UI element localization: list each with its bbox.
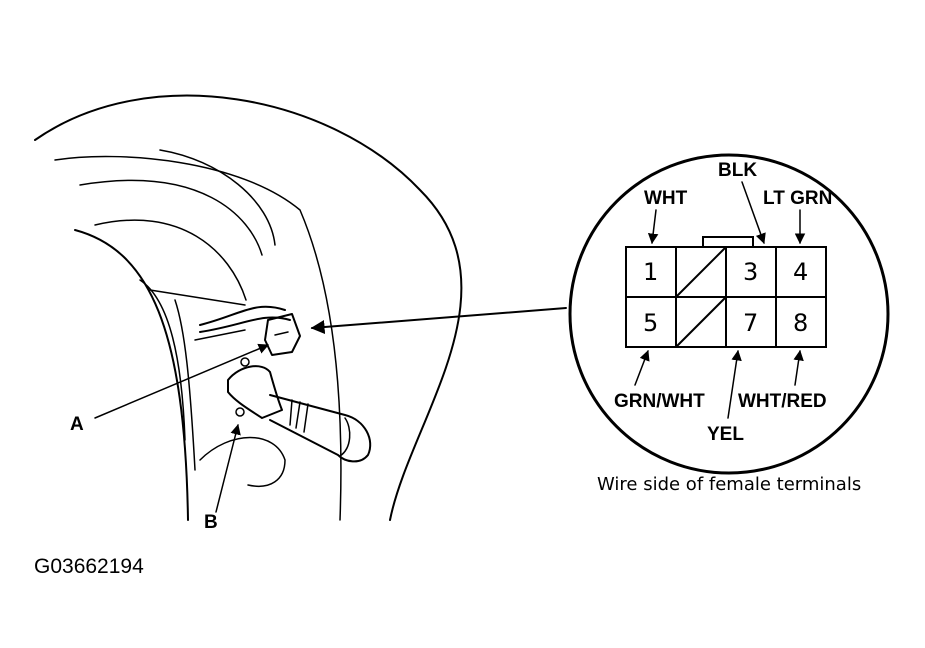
leader-b [215, 423, 241, 513]
pin-4: 4 [793, 258, 808, 286]
wire-yel: YEL [707, 424, 744, 445]
pin-3: 3 [743, 258, 758, 286]
pin-5: 5 [643, 309, 658, 337]
caption: Wire side of female terminals [597, 474, 861, 495]
wire-lt-grn: LT GRN [763, 188, 832, 209]
figure-code: G03662194 [34, 555, 144, 578]
wire-blk: BLK [718, 160, 757, 181]
zoom-arrow [310, 307, 567, 334]
label-b: B [204, 512, 218, 533]
pin-7: 7 [743, 309, 758, 337]
wire-wht-red: WHT/RED [738, 391, 827, 412]
pin-8: 8 [793, 309, 808, 337]
wire-grn-wht: GRN/WHT [614, 391, 705, 412]
arrow-grn-wht [634, 350, 650, 386]
wire-wht: WHT [644, 188, 688, 209]
steering-column-illustration [34, 94, 463, 521]
arrow-wht-red [793, 349, 804, 386]
label-a: A [70, 414, 84, 435]
arrow-wht [647, 209, 659, 245]
arrow-blk [741, 181, 766, 244]
pin-1: 1 [643, 258, 658, 286]
leader-a [94, 343, 269, 419]
arrow-yel [727, 349, 742, 419]
connector-face [625, 236, 827, 348]
